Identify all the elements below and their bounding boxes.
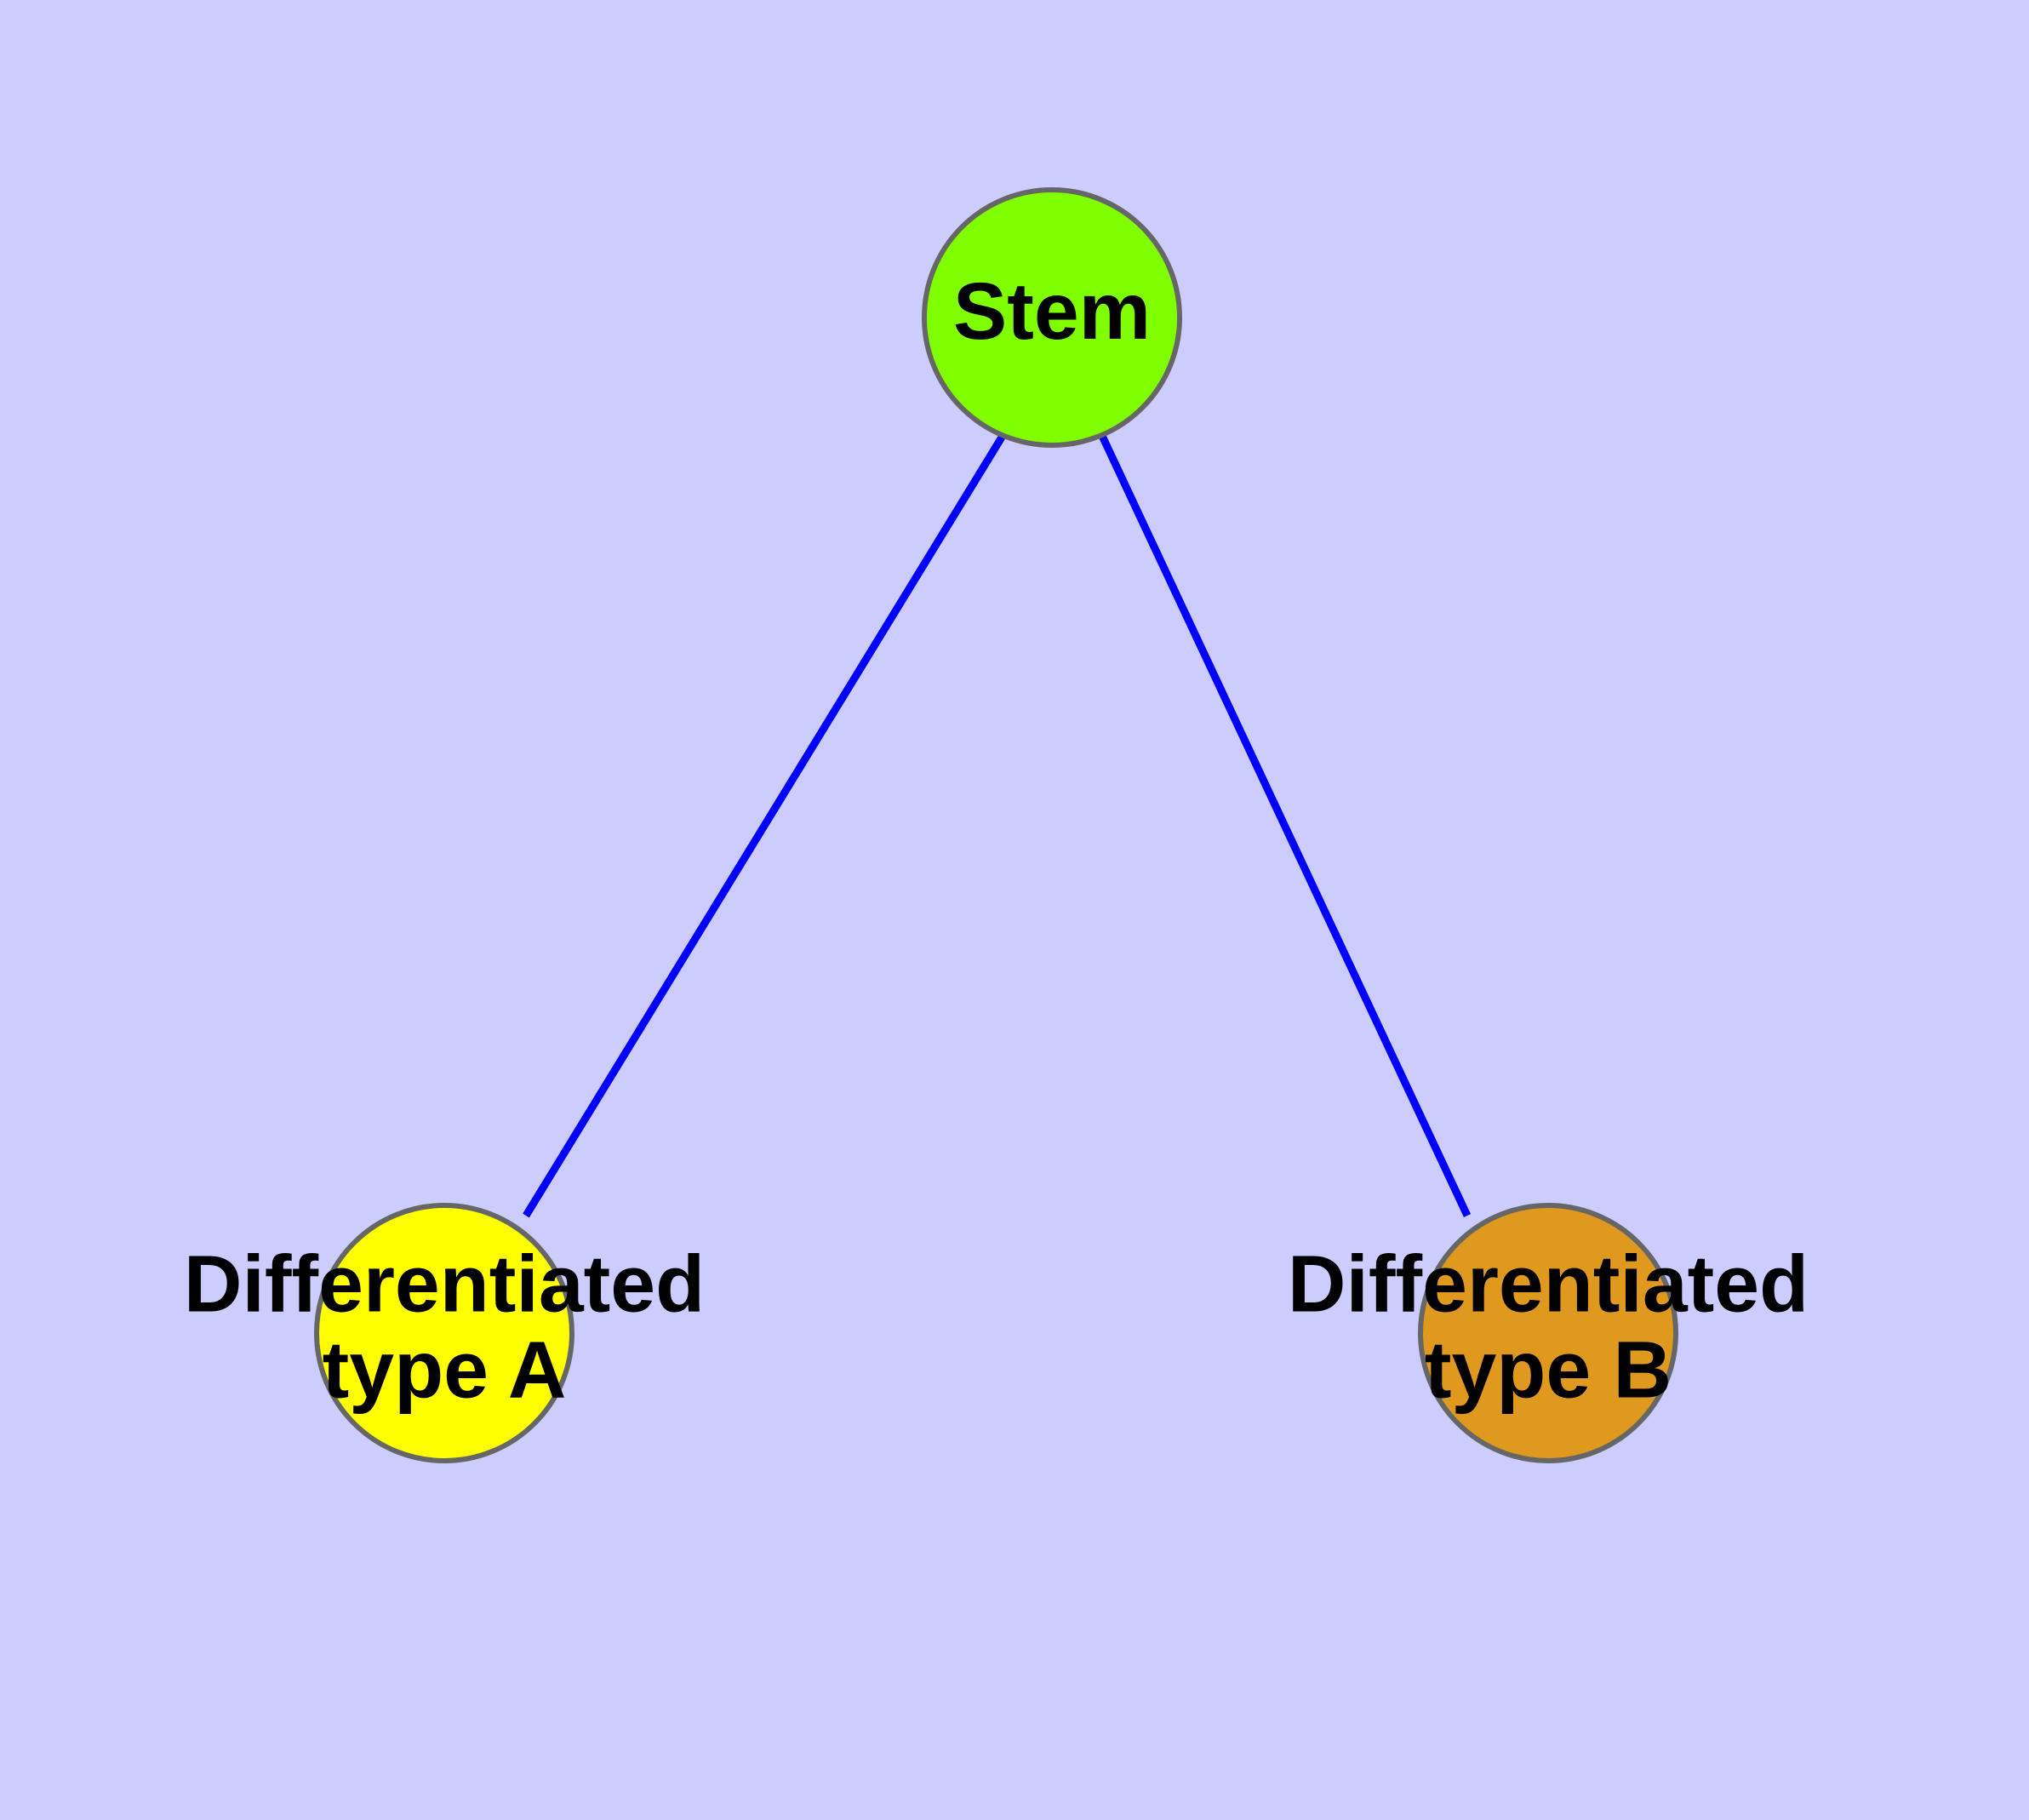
node-label-line: type B [1425,1325,1672,1415]
node-label-line: type A [323,1325,567,1415]
node-diff_b[interactable] [1418,1203,1678,1463]
nodes-layer [314,187,1678,1463]
node-label-line: Differentiated [1288,1239,1809,1330]
edge-stem-to-a[interactable] [523,433,1006,1218]
node-label-stem: Stem [953,266,1151,357]
node-diff_a[interactable] [314,1203,574,1463]
edges-layer [523,433,1472,1218]
node-label-line: Differentiated [184,1239,705,1330]
node-label-line: Stem [953,266,1151,357]
node-stem[interactable] [922,187,1182,448]
edge-stem-to-b[interactable] [1098,434,1472,1217]
